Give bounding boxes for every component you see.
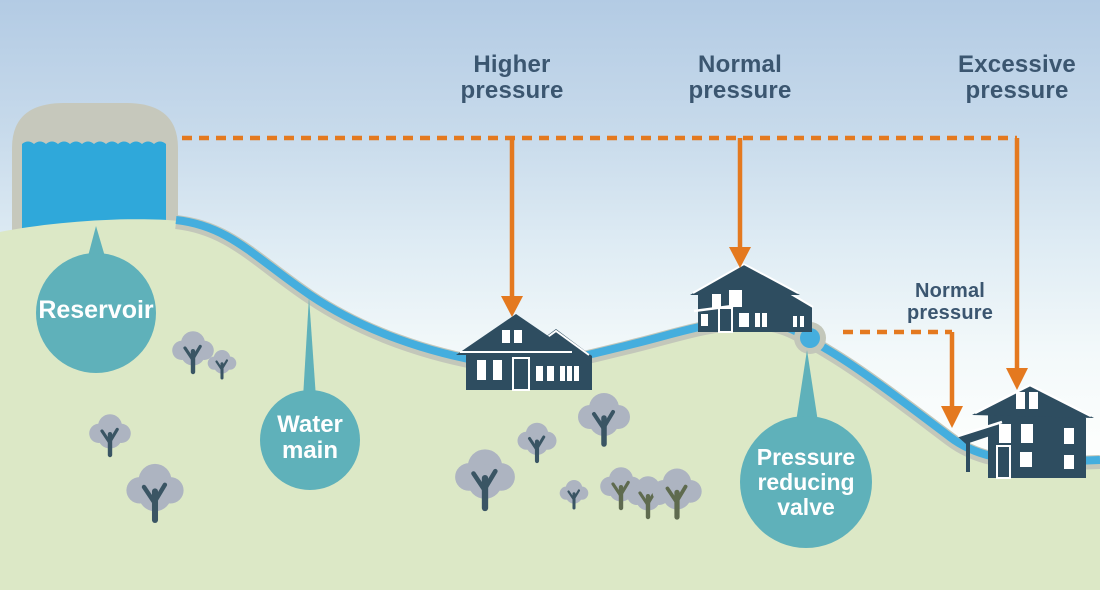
reservoir-label: Reservoir bbox=[38, 296, 154, 324]
callout-bubbles bbox=[36, 226, 872, 548]
house-normal-pressure bbox=[690, 262, 814, 333]
pressure-annotations bbox=[182, 135, 1028, 428]
water-main-bubble-pointer bbox=[303, 297, 316, 398]
reservoir-bubble-pointer bbox=[87, 226, 106, 260]
valve-bubble-pointer bbox=[796, 350, 818, 422]
reservoir-bubble bbox=[36, 253, 156, 373]
excessive-pressure-label: Excessive pressure bbox=[958, 51, 1076, 104]
excessive-pressure-arrow bbox=[1006, 138, 1028, 390]
reservoir-tank bbox=[12, 103, 178, 240]
normal-pressure-arrow bbox=[729, 138, 751, 268]
water-main-pipe-water bbox=[175, 216, 1100, 467]
house-higher-pressure bbox=[456, 314, 592, 391]
water-main-label: Water main bbox=[277, 411, 343, 464]
house-excessive-pressure bbox=[957, 383, 1094, 479]
hillside-terrain bbox=[0, 219, 1100, 590]
reservoir-water bbox=[22, 141, 166, 238]
valve-outlet-pressure-label: Normal pressure bbox=[906, 280, 994, 324]
water-main-bubble bbox=[260, 390, 360, 490]
valve-outlet-pressure-arrow bbox=[941, 332, 963, 428]
higher-pressure-arrow bbox=[501, 138, 523, 317]
valve-bubble bbox=[740, 416, 872, 548]
pressure-reducing-valve-label: Pressure reducing valve bbox=[756, 444, 856, 520]
higher-pressure-label: Higher pressure bbox=[460, 51, 564, 104]
normal-pressure-label: Normal pressure bbox=[688, 51, 792, 104]
water-main-pipe bbox=[175, 215, 1100, 472]
